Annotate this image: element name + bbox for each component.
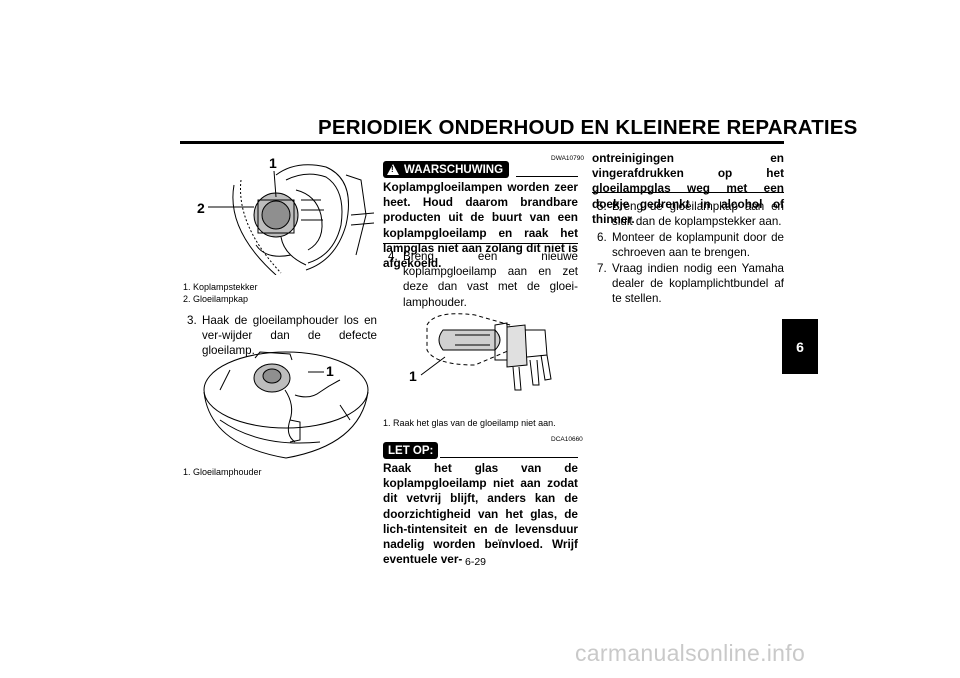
- step-text: Breng de gloeilampkap aan en sluit dan d…: [612, 200, 784, 229]
- header-rule: [180, 141, 784, 144]
- caution-end-rule: [592, 192, 784, 193]
- page-title: PERIODIEK ONDERHOUD EN KLEINERE REPARATI…: [318, 116, 858, 139]
- caution-label: LET OP:: [388, 444, 434, 457]
- figure1-legend-1: 1. Koplampstekker: [183, 282, 258, 292]
- figure3-legend-1: 1. Raak het glas van de gloeilamp niet a…: [383, 418, 556, 428]
- warning-header-rule: [516, 176, 578, 177]
- figure1-callout-2: 2: [197, 200, 205, 216]
- step-text: Haak de gloeilamphouder los en ver-wijde…: [202, 314, 377, 358]
- step-5: 5. Breng de gloeilampkap aan en sluit da…: [597, 199, 784, 229]
- figure3-callout-1: 1: [409, 368, 417, 384]
- figure2-callout-1: 1: [326, 363, 334, 379]
- step-number: 7.: [597, 262, 607, 275]
- caution-code: DCA10660: [551, 436, 583, 443]
- step-text: Vraag indien nodig een Yamaha dealer de …: [612, 262, 784, 306]
- step-number: 4.: [388, 250, 398, 263]
- warning-code: DWA10790: [551, 155, 584, 162]
- step-text: Monteer de koplampunit door de schroeven…: [612, 231, 784, 260]
- figure1-callout-1: 1: [269, 155, 277, 171]
- figure-headlight-connector: [208, 164, 375, 275]
- warning-text: Koplampgloeilampen worden zeer heet. Hou…: [383, 180, 578, 271]
- step-7: 7. Vraag indien nodig een Yamaha dealer …: [597, 261, 784, 307]
- step-number: 3.: [187, 314, 197, 327]
- warning-triangle-icon: !: [387, 164, 399, 175]
- figure-headlight-bulb: [420, 313, 552, 391]
- caution-header-rule: [440, 457, 578, 458]
- step-6: 6. Monteer de koplampunit door de schroe…: [597, 230, 784, 260]
- warning-end-rule: [383, 243, 578, 244]
- step-number: 6.: [597, 231, 607, 244]
- warning-label: WAARSCHUWING: [404, 163, 504, 176]
- caution-text-continued: ontreinigingen en vingerafdrukken op het…: [592, 151, 784, 226]
- chapter-tab[interactable]: 6: [782, 319, 818, 374]
- step-4: 4. Breng een nieuwe koplampgloeilamp aan…: [388, 249, 578, 310]
- figure-bulb-holder: [203, 351, 369, 459]
- step-number: 5.: [597, 200, 607, 213]
- caution-text: Raak het glas van de koplampgloeilamp ni…: [383, 461, 578, 567]
- warning-badge: ! WAARSCHUWING: [383, 161, 510, 178]
- figure1-legend-2: 2. Gloeilampkap: [183, 294, 249, 304]
- page-number: 6-29: [465, 556, 487, 568]
- step-3: 3. Haak de gloeilamphouder los en ver-wi…: [187, 313, 377, 359]
- step-text: Breng een nieuwe koplampgloeilamp aan en…: [403, 250, 578, 309]
- caution-badge: LET OP:: [383, 442, 439, 459]
- watermark-text: carmanualsonline.info: [575, 640, 806, 666]
- figure2-legend-1: 1. Gloeilamphouder: [183, 467, 262, 477]
